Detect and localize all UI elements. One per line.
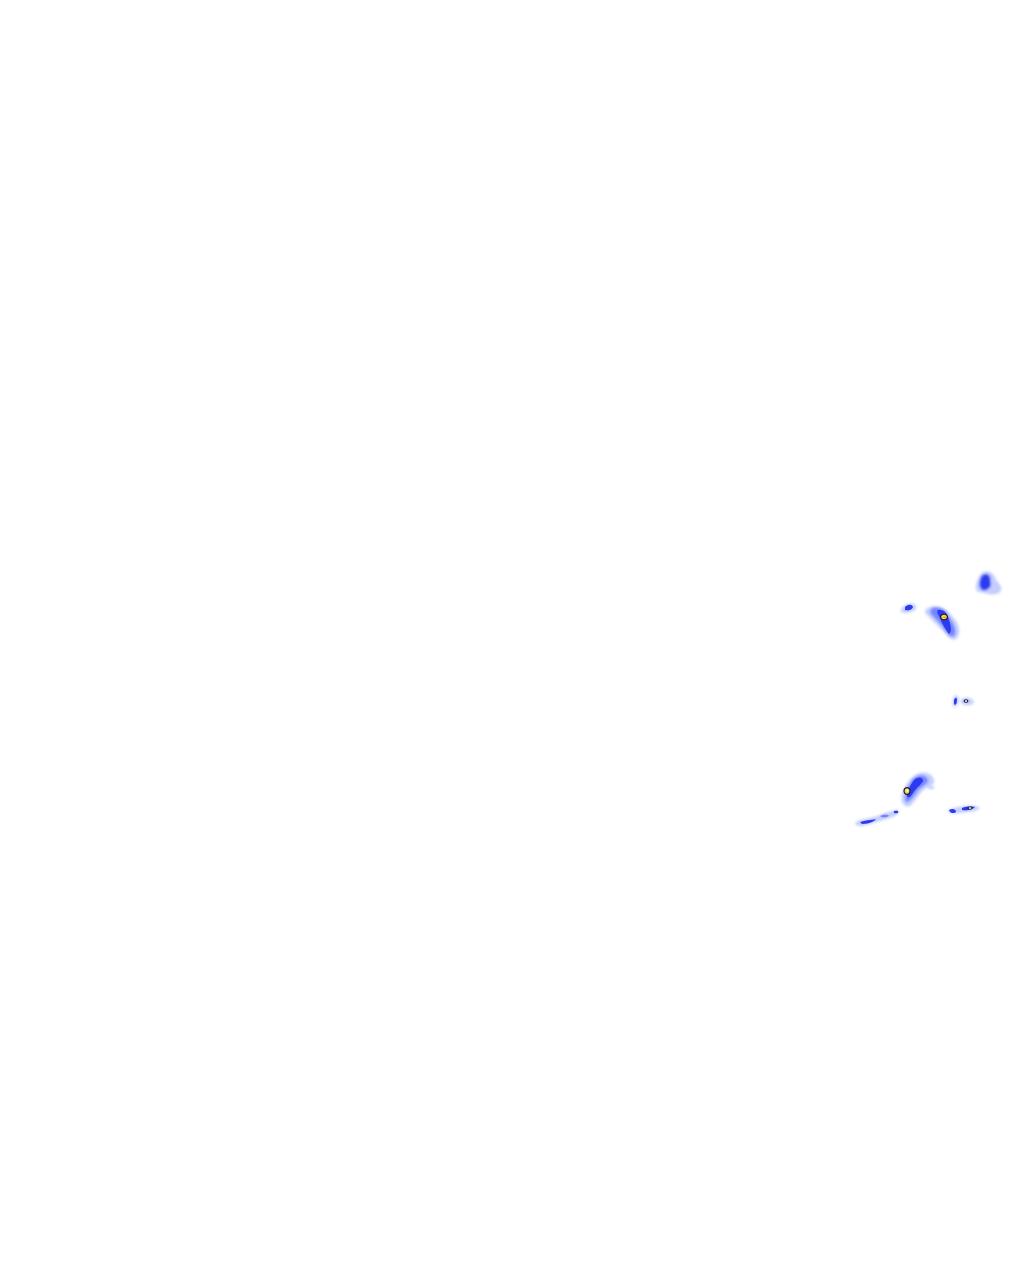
precipitation-cell [900,603,917,613]
radar-echo-core-white [964,700,968,702]
precipitation-cell [855,810,899,826]
radar-echo-moderate [880,814,889,818]
radar-echo-core-white [906,789,909,792]
radar-echo-heavy [860,819,876,824]
precipitation-cell [901,772,935,807]
radar-echo-heavy [907,777,923,798]
radar-echo-heavy [949,808,956,814]
precipitation-cell [925,606,960,640]
radar-echo-heavy [954,697,957,705]
radar-echo-heavy [905,604,913,611]
radar-echo-heavy [979,574,991,590]
precipitation-cell [948,805,980,814]
precipitation-cell [975,571,1002,595]
radar-echo-light [927,785,935,790]
radar-echo-core-white [968,807,972,809]
radar-echo-core-orange [943,616,946,619]
precipitation-cell [952,695,974,708]
radar-echo-heavy [893,810,899,814]
